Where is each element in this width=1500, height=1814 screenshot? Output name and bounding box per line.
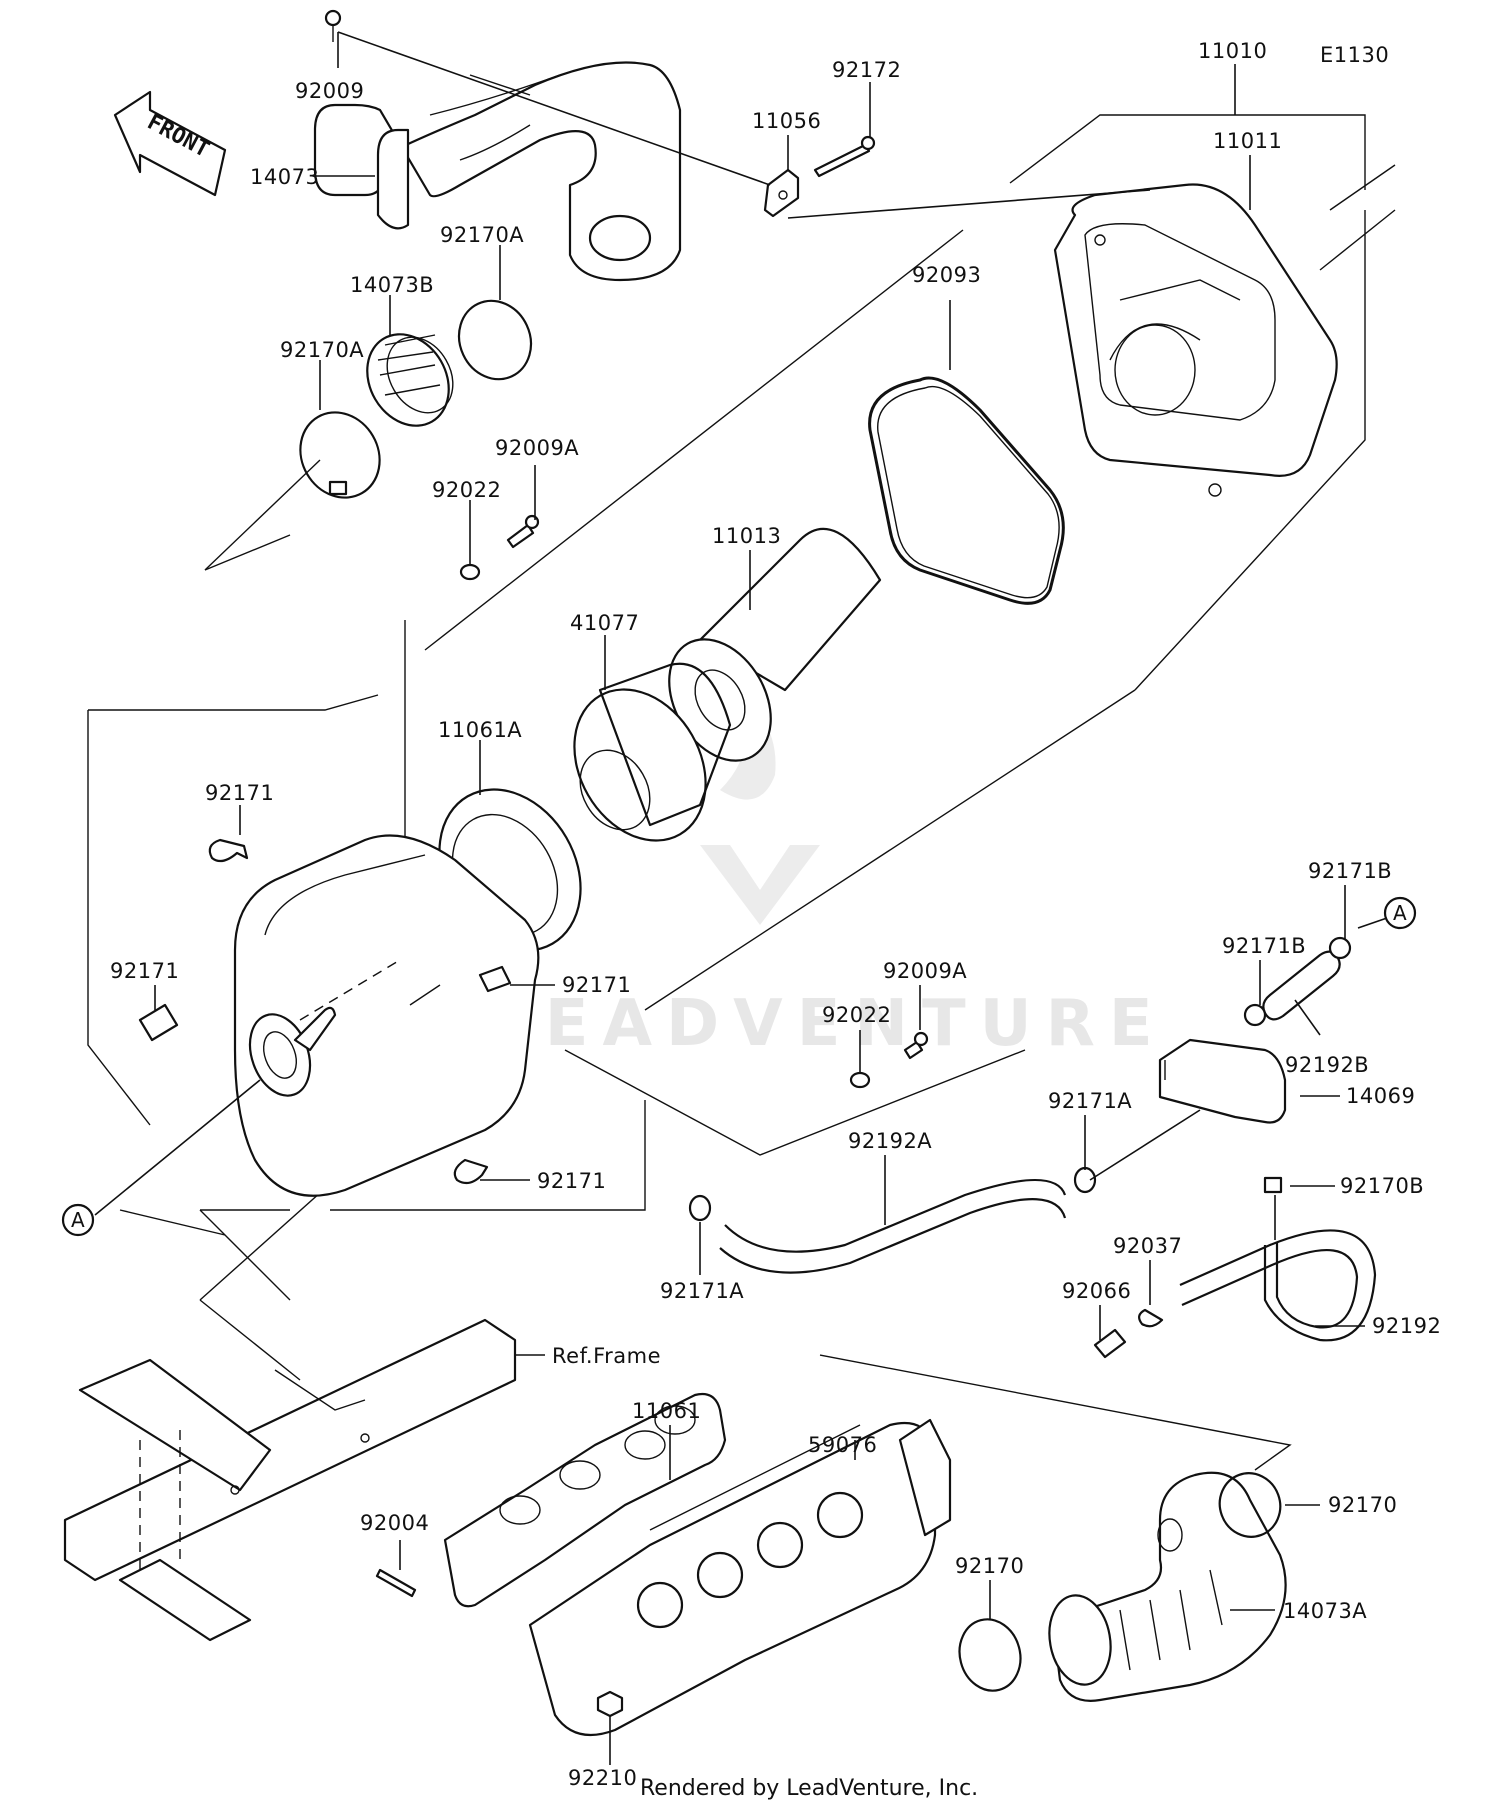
label-11011: 11011 [1213,129,1282,153]
air-cleaner-case-11011 [1053,183,1338,497]
label-92170A-lower: 92170A [280,338,364,362]
bracket-11056 [763,168,800,218]
label-59076: 59076 [808,1433,877,1457]
clip-92171-c [478,965,512,993]
clamp-92171A-a [1073,1166,1097,1194]
label-92066: 92066 [1062,1279,1131,1303]
label-92171-b: 92171 [110,959,179,983]
bolt-92009 [324,9,342,42]
label-92171-c: 92171 [562,973,631,997]
label-92192: 92192 [1372,1314,1441,1338]
clamp-92171B-a [1328,936,1352,960]
clamp-92171A-b [688,1194,712,1222]
label-14073B: 14073B [350,273,434,297]
part-labels: E1130 92009 14073 92172 11056 11010 1101… [110,39,1441,1790]
label-11010: 11010 [1198,39,1267,63]
label-92192B: 92192B [1285,1053,1369,1077]
label-92009: 92009 [295,79,364,103]
duct-14073 [313,61,682,282]
connector-14073B [366,333,454,427]
washer-92022-lower [849,1071,871,1089]
bolt-92009A-lower [903,1031,929,1060]
bolt-92172 [813,135,876,178]
front-arrow: FRONT [113,90,227,197]
label-11061A: 11061A [438,718,522,742]
duct-14073A [1048,1471,1287,1702]
hose-92192 [1179,1229,1377,1342]
washer-92022-upper [459,563,481,581]
clamp-92170-a [1218,1472,1282,1538]
clip-92171-b [138,1003,179,1042]
gasket-92093 [868,376,1065,605]
label-92192A: 92192A [848,1129,932,1153]
stud-92004 [375,1568,417,1598]
ref-frame-label: Ref.Frame [552,1344,661,1368]
label-92171B-a: 92171B [1308,859,1392,883]
clip-92170B [1263,1176,1283,1194]
label-92170-b: 92170 [955,1554,1024,1578]
holder-41077 [573,662,732,842]
part-92066 [1093,1328,1127,1359]
label-92210: 92210 [568,1766,637,1790]
clamp-92170A-lower [299,411,381,499]
clip-92171-a [208,838,249,863]
label-92022-upper: 92022 [432,478,501,502]
part-92037 [1138,1308,1164,1328]
diagram-code: E1130 [1320,43,1389,67]
label-92171A-b: 92171A [660,1279,744,1303]
air-box-housing [233,834,540,1197]
ref-frame [63,1318,517,1642]
gasket-11061 [443,1392,727,1608]
label-92093: 92093 [912,263,981,287]
part-14069 [1158,1038,1287,1124]
label-11013: 11013 [712,524,781,548]
label-92171A-a: 92171A [1048,1089,1132,1113]
nut-92210 [596,1690,624,1718]
callout-a-left: A [61,1203,95,1237]
clamp-92170-b [958,1618,1022,1692]
bolt-92009A-upper [506,514,540,549]
label-92009A-lower: 92009A [883,959,967,983]
credit-text: Rendered by LeadVenture, Inc. [640,1776,978,1801]
label-14069: 14069 [1346,1084,1415,1108]
watermark: LEADVENTURE [490,695,1167,1061]
label-92171-d: 92171 [537,1169,606,1193]
callout-a-left-text: A [71,1208,85,1232]
label-11061: 11061 [632,1399,701,1423]
manifold-59076 [528,1418,952,1737]
label-92004: 92004 [360,1511,429,1535]
label-92172: 92172 [832,58,901,82]
watermark-text: LEADVENTURE [490,987,1167,1061]
label-41077: 41077 [570,611,639,635]
label-92170B: 92170B [1340,1174,1424,1198]
label-92009A-upper: 92009A [495,436,579,460]
label-92170A-upper: 92170A [440,223,524,247]
label-92171B-b: 92171B [1222,934,1306,958]
label-11056: 11056 [752,109,821,133]
clamp-92171B-b [1243,1003,1267,1027]
hose-92192A [719,1179,1067,1274]
label-92022-lower: 92022 [822,1003,891,1027]
leader-lines [94,31,1388,1765]
label-14073: 14073 [250,165,319,189]
clip-92171-d [453,1158,489,1185]
label-92170-a: 92170 [1328,1493,1397,1517]
label-92171-a: 92171 [205,781,274,805]
callout-a-right-text: A [1393,901,1407,925]
label-92037: 92037 [1113,1234,1182,1258]
label-14073A: 14073A [1283,1599,1367,1623]
clamp-92170A-upper [457,299,533,381]
callout-a-right: A [1383,896,1417,930]
